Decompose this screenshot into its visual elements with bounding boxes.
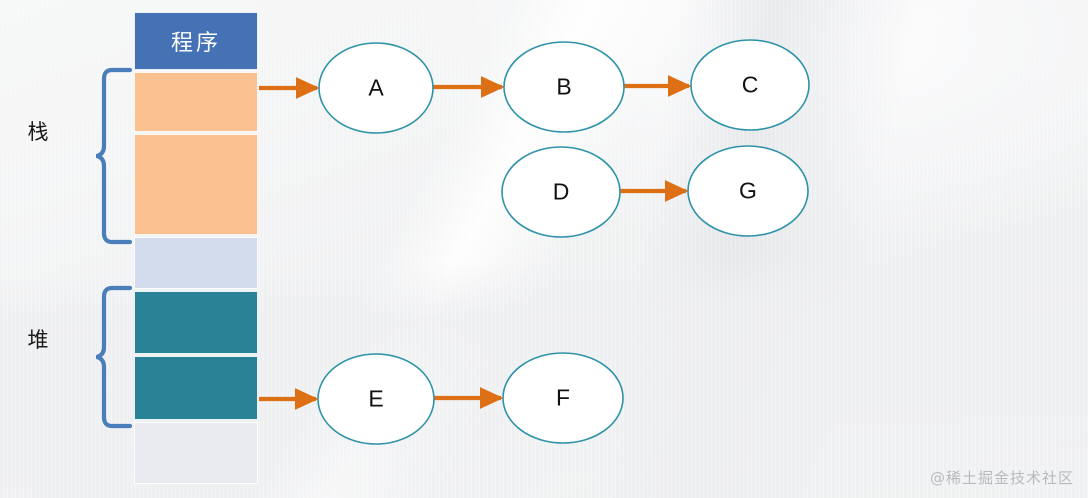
brace-label-stack: 栈 <box>27 120 49 144</box>
node-g[interactable] <box>687 145 809 237</box>
memory-block-free-slot <box>134 237 258 289</box>
memory-block-heap-slot-2 <box>134 356 258 420</box>
node-label-f: F <box>555 384 571 411</box>
node-a[interactable] <box>318 42 434 134</box>
graph-edges <box>259 75 692 410</box>
brace-heap <box>96 285 133 429</box>
memory-block-stack-slot-1 <box>134 72 258 132</box>
node-label-a: A <box>368 74 384 101</box>
graph-nodes <box>317 39 810 445</box>
node-c[interactable] <box>690 39 810 131</box>
node-label-e: E <box>368 385 384 412</box>
node-label-d: D <box>552 178 570 205</box>
memory-block-heap-slot-1 <box>134 291 258 354</box>
brace-stack <box>96 67 133 245</box>
node-label-b: B <box>556 73 572 100</box>
memory-block-unused-slot <box>134 422 258 484</box>
memory-header-program: 程序 <box>134 12 258 70</box>
brace-label-heap: 堆 <box>27 328 49 352</box>
memory-column: 程序 <box>134 12 258 486</box>
memory-block-stack-slot-2 <box>134 134 258 235</box>
node-d[interactable] <box>501 146 621 238</box>
watermark: @稀土掘金技术社区 <box>929 469 1074 487</box>
node-f[interactable] <box>502 352 624 444</box>
node-e[interactable] <box>317 353 435 445</box>
node-b[interactable] <box>503 41 625 133</box>
node-label-c: C <box>741 71 759 98</box>
node-label-g: G <box>739 177 757 204</box>
